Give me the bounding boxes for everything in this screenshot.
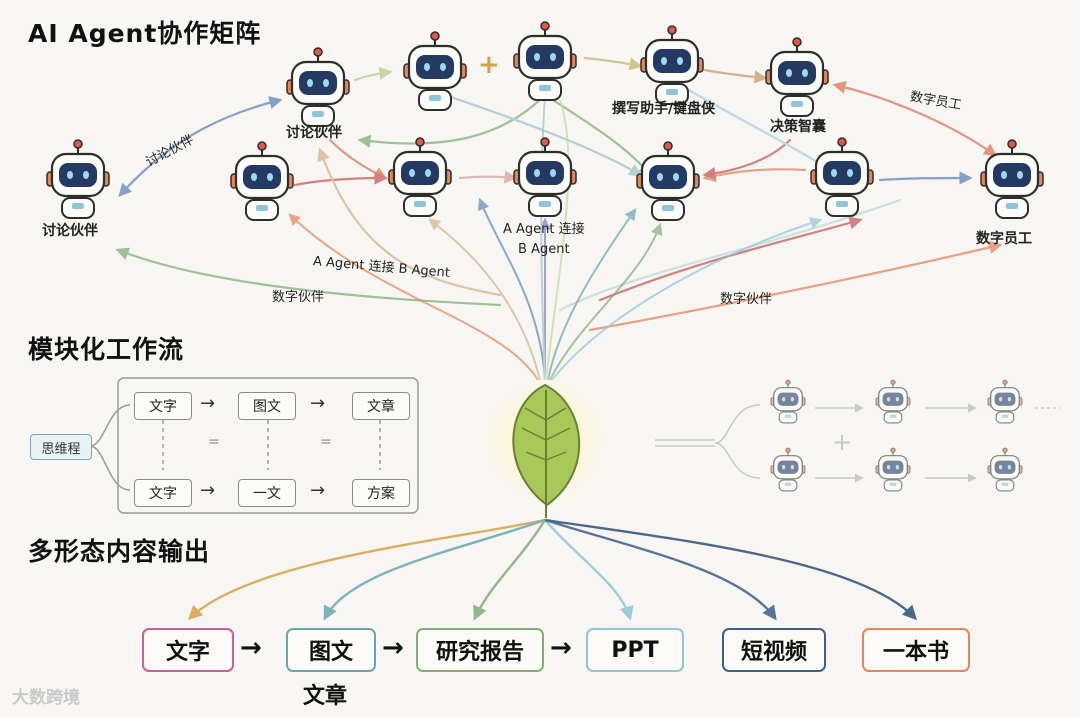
edge-top-chain-2 bbox=[583, 56, 643, 71]
agent-label-discussion-left: 讨论伙伴 bbox=[42, 223, 98, 239]
output-box-text: 文字 bbox=[142, 628, 234, 672]
edge-digital-partner-left bbox=[115, 247, 502, 307]
mini-plus-connector: + bbox=[832, 428, 853, 456]
output-sub-article: 文章 bbox=[303, 684, 348, 709]
robot-mini-3-icon bbox=[987, 379, 1023, 424]
robot-mid-2-icon bbox=[388, 137, 452, 217]
robot-mid-3-icon bbox=[513, 137, 577, 217]
watermark: 大数跨境 bbox=[12, 688, 80, 708]
edge-label-digital-partner-right: 数字伙伴 bbox=[720, 292, 773, 307]
output-box-book: 一本书 bbox=[862, 628, 970, 672]
robot-decision-icon bbox=[765, 37, 829, 117]
section-title-workflow: 模块化工作流 bbox=[28, 335, 185, 364]
robot-mini-6-icon bbox=[987, 447, 1023, 492]
workflow-frame bbox=[89, 377, 419, 514]
edge-top-chain-1 bbox=[353, 66, 393, 82]
edge-wide-3 bbox=[428, 88, 643, 177]
agent-label-a-connect-b: A Agent 连接 B Agent bbox=[503, 222, 585, 257]
workflow-equals-1: = bbox=[208, 434, 220, 450]
agent-label-digital-employee: 数字员工 bbox=[976, 231, 1032, 247]
robot-mini-2-icon bbox=[875, 379, 911, 424]
workflow-start-node: 思维程 bbox=[30, 434, 92, 460]
plus-connector: + bbox=[478, 50, 500, 80]
robot-right-icon bbox=[810, 137, 874, 217]
edge-digital-partner-right bbox=[588, 240, 1003, 332]
mini-flow bbox=[655, 403, 1060, 483]
workflow-node-top-2: 图文 bbox=[238, 392, 296, 420]
robot-mid-1-icon bbox=[230, 141, 294, 221]
output-arrow: → bbox=[240, 633, 262, 663]
edge-label-digital-partner-left: 数字伙伴 bbox=[272, 290, 325, 305]
workflow-node-top-1: 文字 bbox=[134, 392, 192, 420]
robot-writing-assistant-icon bbox=[640, 25, 704, 105]
edge-decision-down bbox=[702, 138, 792, 181]
robot-digital-employee-icon bbox=[980, 139, 1044, 219]
edge-center-right bbox=[702, 168, 807, 183]
edge-right-sweep bbox=[598, 216, 863, 302]
edge-mid-1 bbox=[293, 171, 388, 187]
edge-right-sweep-2 bbox=[558, 198, 902, 312]
workflow-arrow: → bbox=[200, 480, 216, 501]
workflow-arrow: → bbox=[310, 393, 326, 414]
leaf-roots-up bbox=[288, 94, 823, 381]
workflow-node-bottom-3: 方案 bbox=[352, 479, 410, 507]
agent-label-writing-assistant: 撰写助手/键盘侠 bbox=[612, 101, 716, 117]
workflow-arrow: → bbox=[310, 480, 326, 501]
output-arrow: → bbox=[382, 633, 404, 663]
workflow-node-bottom-2: 一文 bbox=[238, 479, 296, 507]
agent-label-decision: 决策智囊 bbox=[770, 119, 826, 135]
section-title-output: 多形态内容输出 bbox=[28, 537, 211, 566]
workflow-arrow: → bbox=[200, 393, 216, 414]
output-box-research-report: 研究报告 bbox=[416, 628, 544, 672]
agent-connections bbox=[115, 56, 1003, 332]
output-box-short-video: 短视频 bbox=[722, 628, 826, 672]
edge-digital-employee bbox=[832, 80, 998, 157]
edge-a-to-b bbox=[317, 147, 502, 297]
robot-center-smiling-icon bbox=[636, 141, 700, 221]
agent-label-discussion-top: 讨论伙伴 bbox=[286, 125, 342, 141]
edge-top-chain-3 bbox=[703, 68, 768, 84]
edge-wide-1 bbox=[357, 93, 547, 148]
workflow-equals-2: = bbox=[320, 434, 332, 450]
robots-layer bbox=[46, 21, 1044, 492]
robot-mini-4-icon bbox=[770, 447, 806, 492]
leaf-output-flows bbox=[187, 518, 917, 621]
robot-mini-5-icon bbox=[875, 447, 911, 492]
robot-top-3-icon bbox=[513, 21, 577, 101]
output-box-image-text: 图文 bbox=[286, 628, 376, 672]
edge-mid-2 bbox=[458, 170, 518, 184]
output-arrow: → bbox=[550, 633, 572, 663]
robot-top-2-icon bbox=[403, 31, 467, 111]
robot-mini-1-icon bbox=[770, 379, 806, 424]
edge-discussion-arc bbox=[118, 96, 283, 197]
robot-discussion-left-icon bbox=[46, 139, 110, 219]
workflow-node-bottom-1: 文字 bbox=[134, 479, 192, 507]
workflow-node-top-3: 文章 bbox=[352, 392, 410, 420]
edge-right-to-emp bbox=[878, 171, 973, 185]
output-box-ppt: PPT bbox=[586, 628, 684, 672]
leaf-icon bbox=[512, 383, 580, 518]
robot-discussion-top-icon bbox=[286, 47, 350, 127]
edge-discussion-to-mid bbox=[328, 138, 388, 180]
section-title-agent-matrix: AI Agent协作矩阵 bbox=[28, 19, 262, 48]
